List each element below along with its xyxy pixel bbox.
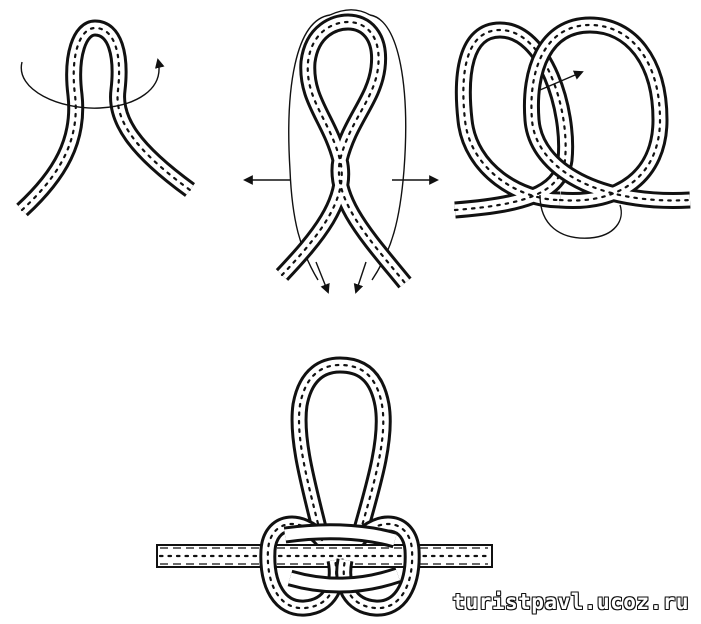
step-3-double-loop xyxy=(455,25,690,238)
down-arrow-left xyxy=(316,262,328,292)
top-loop xyxy=(299,365,383,540)
rope-strand xyxy=(282,22,405,283)
main-line-rope xyxy=(157,545,492,567)
step-1-loop xyxy=(21,28,190,210)
watermark-text: turistpavl.ucoz.ru xyxy=(452,590,689,614)
down-arrow-right xyxy=(356,262,366,292)
final-knot xyxy=(157,365,492,608)
step-2-figure-eight xyxy=(245,10,437,292)
curved-rotation-arrow xyxy=(21,60,159,108)
rope-strand xyxy=(22,28,190,210)
rope-strand xyxy=(455,25,690,210)
